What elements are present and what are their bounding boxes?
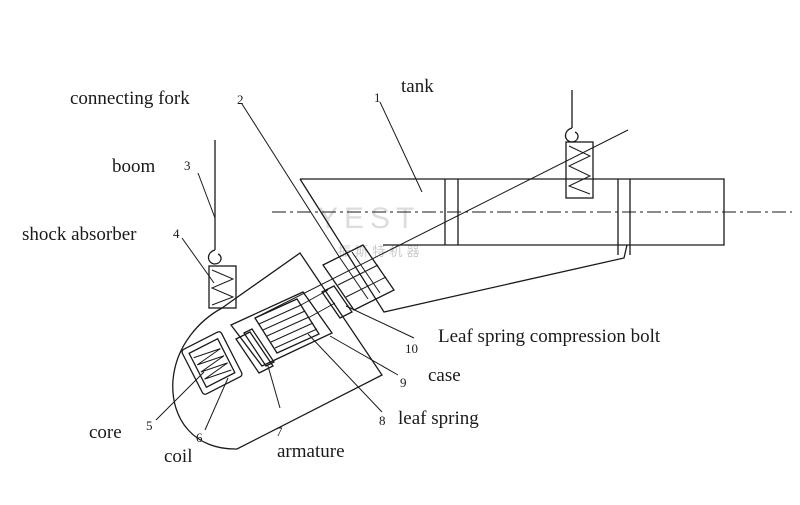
watermark: YEST 振 斯 特 机 器 xyxy=(318,202,420,260)
number-10: 10 xyxy=(405,341,418,356)
label-armature: armature xyxy=(277,441,345,462)
compression-bolt xyxy=(300,285,353,319)
watermark-text: 振 斯 特 机 器 xyxy=(338,245,420,260)
core-coil xyxy=(181,331,243,395)
number-9: 9 xyxy=(400,375,407,390)
connecting-fork xyxy=(322,244,395,311)
inner-housing xyxy=(229,291,333,367)
label-leaf-spring: leaf spring xyxy=(398,408,479,429)
label-shock-absorber: shock absorber xyxy=(22,224,137,245)
number-1: 1 xyxy=(374,90,381,105)
label-boom: boom xyxy=(112,156,156,177)
coil-winding xyxy=(193,348,232,380)
core xyxy=(181,331,243,395)
leaf-spring-stack xyxy=(254,298,320,354)
exciter-axis xyxy=(254,129,629,319)
number-8: 8 xyxy=(379,413,386,428)
exciter-case xyxy=(172,252,383,450)
tank xyxy=(299,178,725,313)
label-core: core xyxy=(89,422,122,443)
label-leaf-spring-compression-bolt: Leaf spring compression bolt xyxy=(438,326,661,347)
number-7: 7 xyxy=(276,424,283,439)
number-6: 6 xyxy=(196,430,203,445)
number-3: 3 xyxy=(184,158,191,173)
number-2: 2 xyxy=(237,92,244,107)
label-case: case xyxy=(428,365,461,386)
left-boom xyxy=(207,140,237,309)
right-hanger xyxy=(564,90,594,199)
watermark-logo: YEST xyxy=(318,202,420,235)
number-4: 4 xyxy=(173,226,180,241)
labels: tank 1 connecting fork 2 boom 3 shock ab… xyxy=(22,76,661,467)
leader-lines xyxy=(155,101,423,431)
number-5: 5 xyxy=(146,418,153,433)
label-coil: coil xyxy=(164,446,193,467)
armature xyxy=(235,328,275,374)
label-tank: tank xyxy=(401,76,434,97)
coil xyxy=(188,337,236,389)
label-connecting-fork: connecting fork xyxy=(70,88,190,109)
